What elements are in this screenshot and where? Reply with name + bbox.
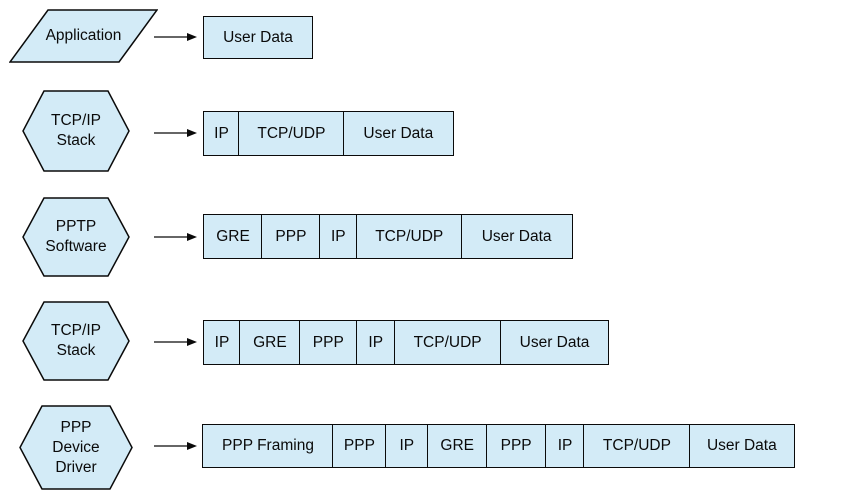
parallelogram-shape-icon — [9, 9, 158, 63]
packet-cell-ppp-framing: PPP Framing — [202, 424, 334, 468]
arrow-right-icon — [154, 233, 197, 241]
packet-cell-user-data: User Data — [342, 111, 454, 156]
packet-cell-user-data: User Data — [688, 424, 795, 468]
packet-cell-gre: GRE — [427, 424, 488, 468]
packet-cell-user-data: User Data — [500, 320, 610, 365]
arrow-right-icon — [154, 33, 197, 41]
packet-cell-tcp-udp: TCP/UDP — [238, 111, 345, 156]
packet-cell-ip: IP — [203, 111, 240, 156]
packet-cell-ip: IP — [318, 214, 358, 259]
packet-cell-tcp-udp: TCP/UDP — [393, 320, 502, 365]
packet-cell-user-data: User Data — [203, 16, 313, 59]
packet-cell-ip: IP — [384, 424, 429, 468]
arrow-right-icon — [154, 338, 197, 346]
flow-arrow — [153, 231, 199, 243]
packet-cell-ppp: PPP — [332, 424, 387, 468]
packet-cell-tcp-udp: TCP/UDP — [356, 214, 463, 259]
packet-cell-ppp: PPP — [261, 214, 321, 259]
packet-cell-user-data: User Data — [460, 214, 573, 259]
packet-cell-gre: GRE — [239, 320, 301, 365]
packet-cell-ppp: PPP — [298, 320, 358, 365]
arrow-right-icon — [154, 129, 197, 137]
hexagon-shape-icon — [19, 405, 133, 490]
arrow-right-icon — [154, 442, 197, 450]
packet-cell-ip: IP — [356, 320, 396, 365]
hexagon-shape-icon — [22, 301, 130, 381]
packet-cell-gre: GRE — [203, 214, 263, 259]
packet-cell-ppp: PPP — [485, 424, 547, 468]
application-packet: User Data — [203, 16, 313, 59]
flow-arrow — [153, 440, 199, 452]
hexagon-shape-icon — [22, 197, 130, 277]
flow-arrow — [153, 31, 199, 43]
flow-arrow — [153, 336, 199, 348]
application-stage: Application — [9, 9, 158, 63]
hexagon-shape-icon — [22, 90, 130, 172]
packet-cell-ip: IP — [203, 320, 241, 365]
packet-cell-tcp-udp: TCP/UDP — [583, 424, 691, 468]
flow-arrow — [153, 127, 199, 139]
packet-cell-ip: IP — [545, 424, 586, 468]
